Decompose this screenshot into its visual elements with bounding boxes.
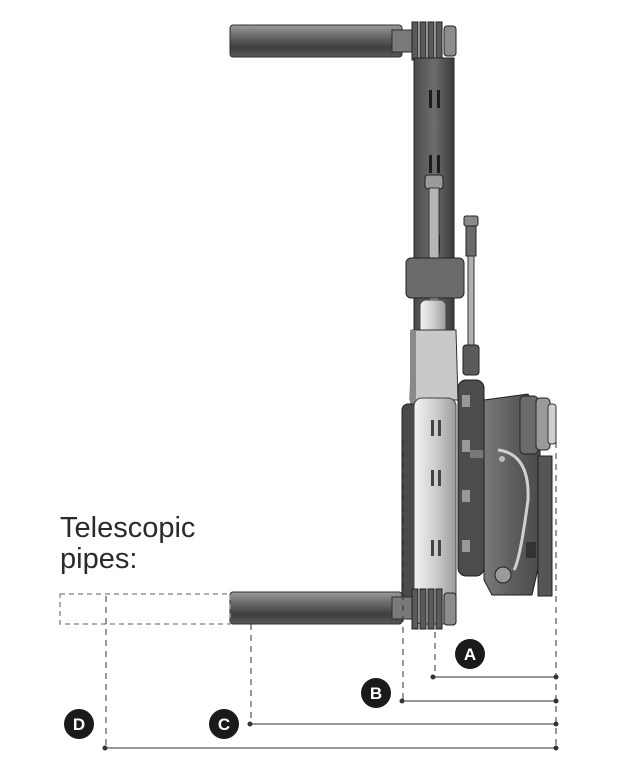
marker-c: C — [209, 709, 239, 739]
marker-c-label: C — [218, 715, 230, 734]
bottom-pipe — [229, 588, 457, 630]
caption-line-1: Telescopic — [60, 512, 196, 544]
marker-a-label: A — [464, 645, 476, 664]
gearbox-housing — [483, 393, 557, 597]
marker-a: A — [455, 639, 485, 669]
lower-arm — [401, 397, 457, 625]
marker-d-label: D — [73, 715, 85, 734]
middle-link — [409, 329, 459, 405]
marker-d: D — [64, 709, 94, 739]
caption-line-2: pipes: — [60, 543, 138, 575]
upper-arm — [405, 57, 465, 353]
hydraulic-rod — [462, 215, 480, 376]
telescopic-pipes-caption: Telescopic pipes: — [60, 513, 195, 575]
marker-b-label: B — [370, 684, 382, 703]
top-pipe — [229, 21, 457, 61]
dimension-lines — [102, 420, 559, 751]
drive-chain — [457, 379, 490, 577]
marker-b: B — [361, 678, 391, 708]
telescopic-pipe-outline — [59, 593, 231, 625]
